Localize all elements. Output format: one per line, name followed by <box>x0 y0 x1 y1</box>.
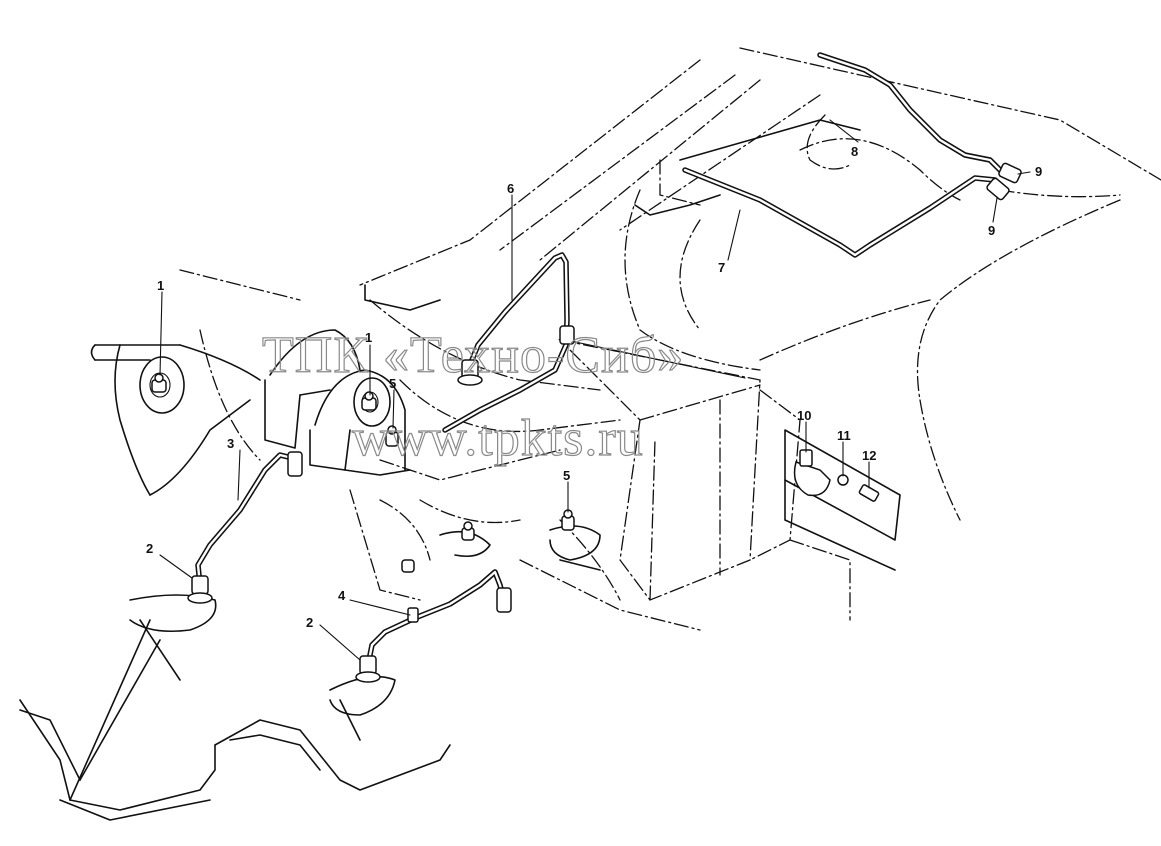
leader-lines <box>159 119 1031 661</box>
callout-12: 12 <box>862 448 876 463</box>
callout-5a: 5 <box>389 376 396 391</box>
bolt-12 <box>858 484 880 502</box>
pipe-8 <box>817 52 1008 178</box>
central-block <box>364 284 851 631</box>
fitting-2b <box>355 655 381 683</box>
fitting-6-tee <box>559 325 575 345</box>
callout-9b: 9 <box>988 223 995 238</box>
fitting-9a <box>998 162 1022 184</box>
bottom-frame <box>19 619 451 821</box>
callout-10: 10 <box>797 408 811 423</box>
pipe-7 <box>682 167 998 258</box>
grease-nipple-mid <box>401 559 415 573</box>
callout-6: 6 <box>507 181 514 196</box>
clamp-plate <box>784 429 901 571</box>
fitting-4-end <box>496 587 512 613</box>
grease-nipple-1a <box>151 373 167 393</box>
pivot-housings <box>90 269 411 496</box>
watermark: ТПК «Техно-Сиб» www.tpkts.ru <box>261 326 684 467</box>
grease-nipple-1b <box>361 391 377 411</box>
callout-2a: 2 <box>146 541 153 556</box>
grease-nipple-5a <box>385 425 399 447</box>
callout-7: 7 <box>718 260 725 275</box>
grease-nipple-lower <box>461 521 475 541</box>
callout-11: 11 <box>837 428 851 443</box>
callout-1b: 1 <box>365 330 372 345</box>
fitting-9b <box>986 177 1010 201</box>
callout-5b: 5 <box>563 468 570 483</box>
callout-labels: 1 1 2 2 3 4 5 5 6 7 8 9 9 10 11 12 <box>146 144 1042 630</box>
fitting-6-end <box>457 359 483 386</box>
lower-links <box>129 489 601 741</box>
callout-1a: 1 <box>157 278 164 293</box>
watermark-company: ТПК «Техно-Сиб» <box>262 327 684 384</box>
callout-8: 8 <box>851 144 858 159</box>
watermark-url: www.tpkts.ru <box>352 410 644 467</box>
callout-4: 4 <box>338 588 346 603</box>
callout-2b: 2 <box>306 615 313 630</box>
callout-9a: 9 <box>1035 164 1042 179</box>
frame-structure <box>359 47 1161 521</box>
grease-nipple-5b <box>561 509 575 531</box>
pipe-3 <box>195 452 295 588</box>
grease-fittings <box>151 162 1022 683</box>
pipe-6 <box>442 252 746 433</box>
fitting-3-end <box>287 451 303 477</box>
pipe-4 <box>365 569 507 668</box>
fitting-2a <box>187 575 213 604</box>
callout-3: 3 <box>227 436 234 451</box>
clamp-10 <box>793 449 831 497</box>
